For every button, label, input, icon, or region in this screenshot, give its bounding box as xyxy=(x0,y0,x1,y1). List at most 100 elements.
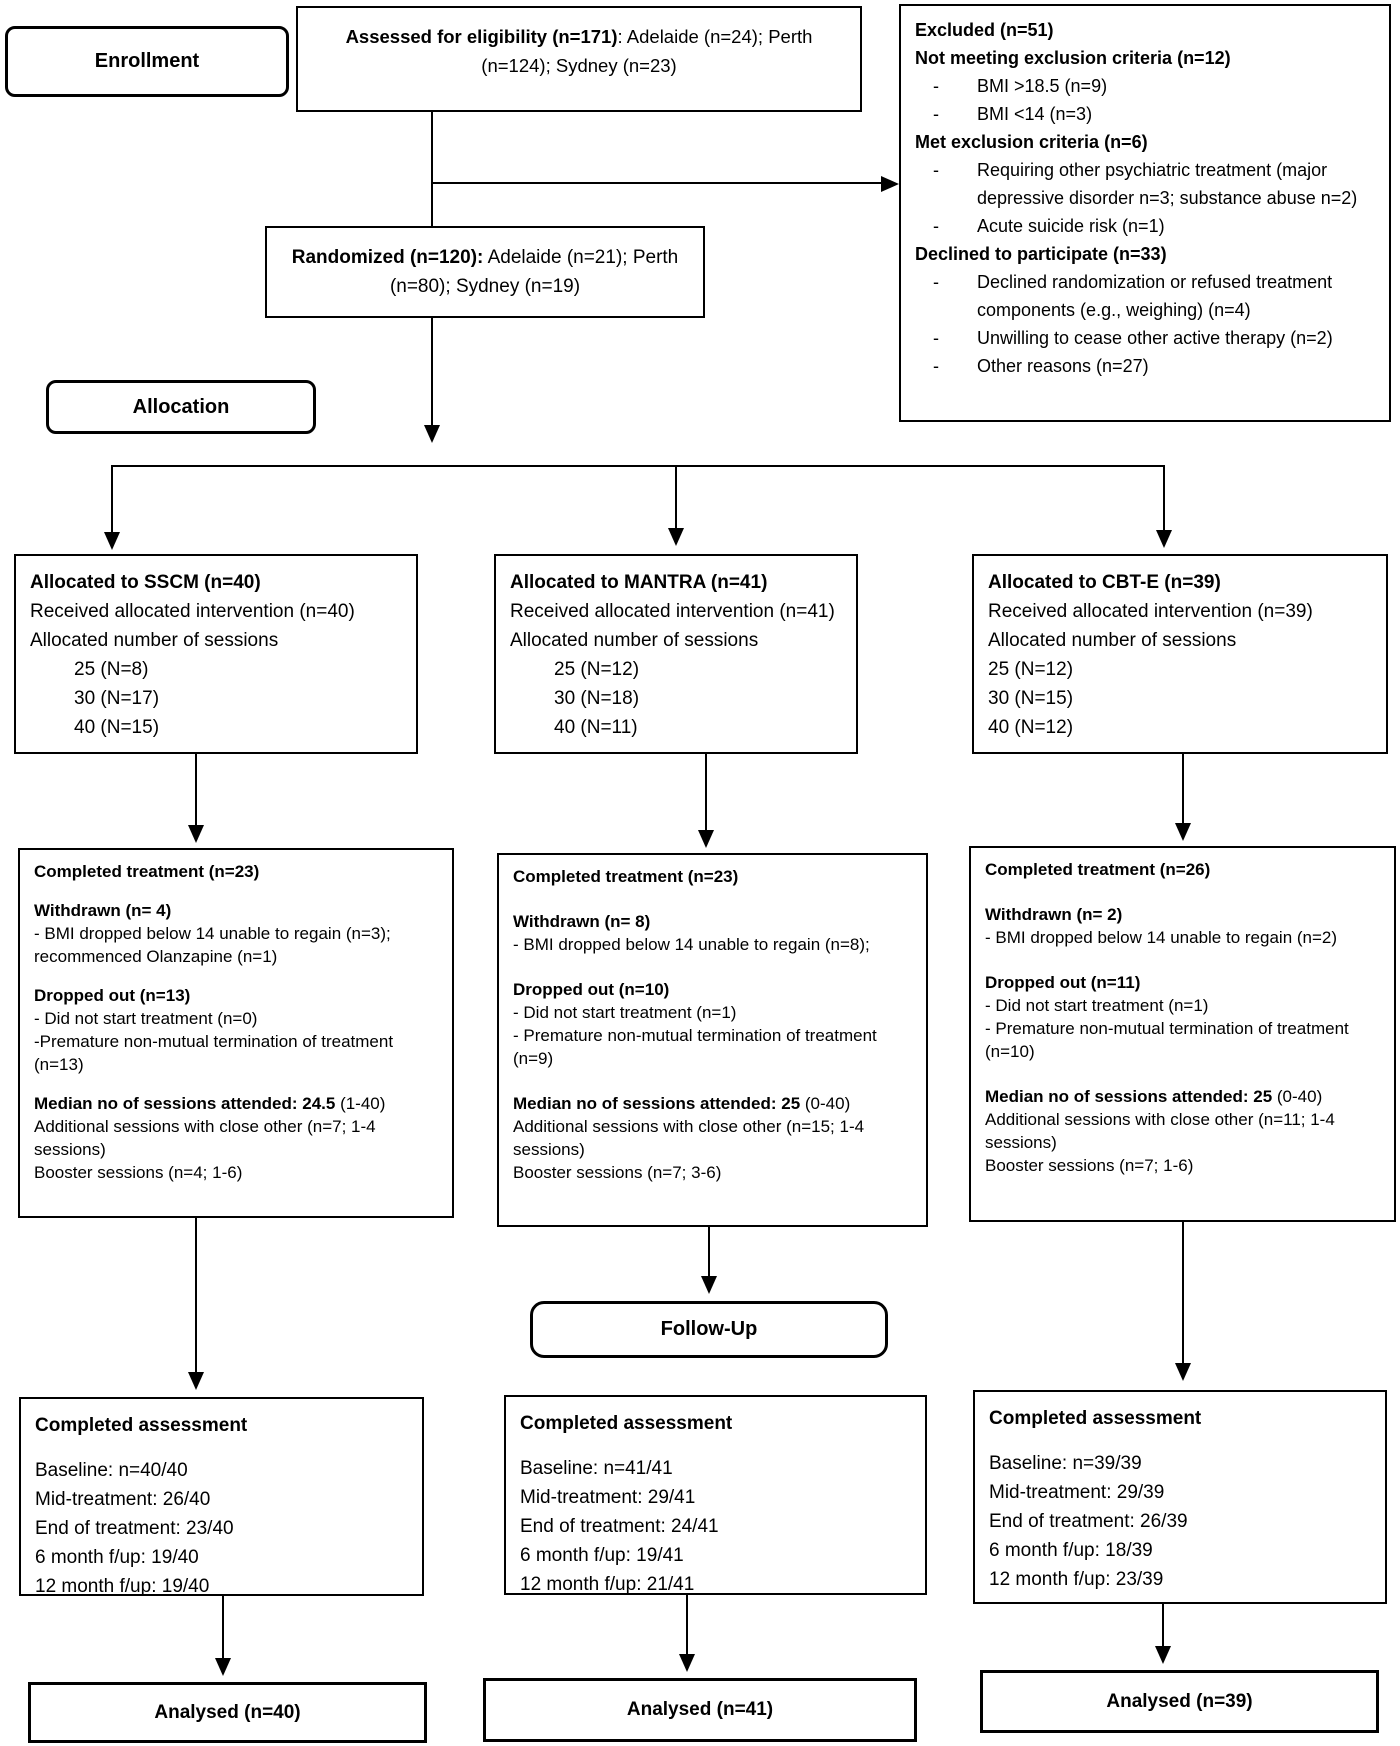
assessment-row: 12 month f/up: 23/39 xyxy=(989,1569,1164,1590)
excluded-item-text: Acute suicide risk (n=1) xyxy=(977,216,1165,236)
connector-cbte-assessment-to-analysed xyxy=(1162,1604,1164,1646)
allocated-cbte-box: Allocated to CBT-E (n=39) Received alloc… xyxy=(972,554,1388,754)
excluded-item-text: Other reasons (n=27) xyxy=(977,356,1149,376)
randomized-box: Randomized (n=120): Adelaide (n=21); Per… xyxy=(265,226,705,318)
allocated-mantra-box: Allocated to MANTRA (n=41) Received allo… xyxy=(494,554,858,754)
arrowhead-cbte-assessment xyxy=(1175,1363,1191,1381)
assessment-row: Baseline: n=39/39 xyxy=(989,1453,1142,1474)
analysed-text: Analysed (n=41) xyxy=(626,1699,774,1720)
connector-mantra-assessment-to-analysed xyxy=(686,1595,688,1654)
bullet-dash: - xyxy=(933,76,939,96)
connector-sscm-assessment-to-analysed xyxy=(222,1596,224,1658)
branch-drop-mantra xyxy=(675,465,677,528)
excluded-item-text: Requiring other psychiatric treatment (m… xyxy=(977,160,1358,208)
treatment-dropped-item: - Did not start treatment (n=1) xyxy=(513,1003,737,1022)
assessment-row: 6 month f/up: 19/41 xyxy=(520,1545,684,1566)
treatment-withdrawn: Withdrawn (n= 2) xyxy=(985,905,1123,924)
branch-drop-sscm xyxy=(111,465,113,532)
randomized-lead-text: Randomized (n=120): xyxy=(291,247,484,268)
arrowhead-sscm-treatment xyxy=(188,825,204,843)
bullet-dash: - xyxy=(933,272,939,292)
assessment-mantra-box: Completed assessment Baseline: n=41/41 M… xyxy=(504,1395,927,1595)
arrowhead-sscm-assessment xyxy=(188,1372,204,1390)
excluded-item-text: BMI <14 (n=3) xyxy=(977,104,1093,124)
treatment-median: Median no of sessions attended: 25 (0-40… xyxy=(513,1094,851,1113)
allocated-session-row: 30 (N=18) xyxy=(554,688,640,709)
treatment-dropped-item: -Premature non-mutual termination of tre… xyxy=(34,1032,394,1074)
treatment-withdrawn-detail: - BMI dropped below 14 unable to regain … xyxy=(34,924,391,966)
allocated-received: Received allocated intervention (n=41) xyxy=(510,601,835,622)
analysed-text: Analysed (n=39) xyxy=(1106,1690,1253,1712)
assessment-row: 12 month f/up: 19/40 xyxy=(35,1576,210,1597)
allocated-session-row: 25 (N=12) xyxy=(554,659,640,680)
arrowhead-followup xyxy=(701,1276,717,1294)
connector-randomized-down xyxy=(431,318,433,425)
bullet-dash: - xyxy=(933,216,939,236)
assessment-title: Completed assessment xyxy=(520,1413,733,1434)
enrollment-stage-text: Enrollment xyxy=(94,50,200,72)
allocated-session-row: 30 (N=17) xyxy=(74,688,160,709)
excluded-item: - BMI >18.5 (n=9) xyxy=(915,72,1375,100)
allocated-received: Received allocated intervention (n=40) xyxy=(30,601,355,622)
treatment-additional: Additional sessions with close other (n=… xyxy=(513,1117,865,1159)
treatment-withdrawn: Withdrawn (n= 4) xyxy=(34,901,172,920)
excluded-heading: Met exclusion criteria (n=6) xyxy=(915,132,1148,152)
arrowhead-to-mantra-allocation xyxy=(668,528,684,546)
analysed-mantra-box: Analysed (n=41) xyxy=(483,1678,917,1742)
excluded-item: - Acute suicide risk (n=1) xyxy=(915,212,1375,240)
arrowhead-to-cbte-allocation xyxy=(1156,530,1172,548)
assessment-row: Mid-treatment: 29/41 xyxy=(520,1487,696,1508)
allocated-session-row: 40 (N=15) xyxy=(74,717,160,738)
arrowhead-mantra-treatment xyxy=(698,830,714,848)
allocated-sessions-label: Allocated number of sessions xyxy=(988,630,1237,651)
treatment-dropped: Dropped out (n=11) xyxy=(985,973,1141,992)
arrowhead-randomized-down xyxy=(424,425,440,443)
connector-to-excluded xyxy=(431,182,881,184)
assessment-row: End of treatment: 23/40 xyxy=(35,1518,234,1539)
enrollment-stage-label: Enrollment xyxy=(5,26,289,97)
treatment-median: Median no of sessions attended: 24.5 (1-… xyxy=(34,1094,386,1113)
allocated-sscm-box: Allocated to SSCM (n=40) Received alloca… xyxy=(14,554,418,754)
assessment-row: End of treatment: 26/39 xyxy=(989,1511,1188,1532)
excluded-item: - Declined randomization or refused trea… xyxy=(915,268,1375,324)
bullet-dash: - xyxy=(933,356,939,376)
allocation-stage-text: Allocation xyxy=(132,395,230,418)
connector-sscm-treatment-to-assessment xyxy=(195,1218,197,1372)
excluded-item: - Other reasons (n=27) xyxy=(915,352,1375,380)
treatment-dropped-item: - Did not start treatment (n=1) xyxy=(985,996,1209,1015)
assessment-row: Mid-treatment: 26/40 xyxy=(35,1489,211,1510)
connector-cbte-treatment-to-assessment xyxy=(1182,1222,1184,1363)
treatment-dropped-item: - Did not start treatment (n=0) xyxy=(34,1009,258,1028)
arrowhead-to-excluded xyxy=(881,176,899,192)
treatment-withdrawn-detail: - BMI dropped below 14 unable to regain … xyxy=(985,928,1338,947)
excluded-item: - BMI <14 (n=3) xyxy=(915,100,1375,128)
excluded-item-text: Declined randomization or refused treatm… xyxy=(977,272,1333,320)
treatment-booster: Booster sessions (n=7; 3-6) xyxy=(513,1163,722,1182)
treatment-dropped-item: - Premature non-mutual termination of tr… xyxy=(513,1026,877,1068)
allocated-session-row: 25 (N=12) xyxy=(988,659,1074,680)
assessment-row: 12 month f/up: 21/41 xyxy=(520,1574,695,1595)
treatment-additional: Additional sessions with close other (n=… xyxy=(985,1110,1335,1152)
allocated-session-row: 30 (N=15) xyxy=(988,688,1074,709)
treatment-withdrawn: Withdrawn (n= 8) xyxy=(513,912,651,931)
excluded-title: Excluded (n=51) xyxy=(915,20,1054,40)
treatment-dropped: Dropped out (n=10) xyxy=(513,980,670,999)
allocation-branch-line xyxy=(111,465,1165,467)
allocated-title: Allocated to MANTRA (n=41) xyxy=(510,572,768,593)
arrowhead-to-sscm-allocation xyxy=(104,532,120,550)
excluded-item-text: BMI >18.5 (n=9) xyxy=(977,76,1108,96)
bullet-dash: - xyxy=(933,160,939,180)
assessment-title: Completed assessment xyxy=(35,1415,248,1436)
assessed-lead-text: Assessed for eligibility (n=171) xyxy=(345,26,618,47)
allocated-sessions-label: Allocated number of sessions xyxy=(510,630,759,651)
randomized-text: Randomized (n=120): Adelaide (n=21); Per… xyxy=(281,243,689,301)
treatment-median: Median no of sessions attended: 25 (0-40… xyxy=(985,1087,1323,1106)
excluded-item: - Unwilling to cease other active therap… xyxy=(915,324,1375,352)
assessment-row: Baseline: n=41/41 xyxy=(520,1458,673,1479)
treatment-dropped-item: - Premature non-mutual termination of tr… xyxy=(985,1019,1349,1061)
assessment-sscm-box: Completed assessment Baseline: n=40/40 M… xyxy=(19,1397,424,1597)
followup-stage-label: Follow-Up xyxy=(530,1301,888,1358)
excluded-heading: Not meeting exclusion criteria (n=12) xyxy=(915,48,1231,68)
followup-stage-text: Follow-Up xyxy=(660,1318,758,1340)
